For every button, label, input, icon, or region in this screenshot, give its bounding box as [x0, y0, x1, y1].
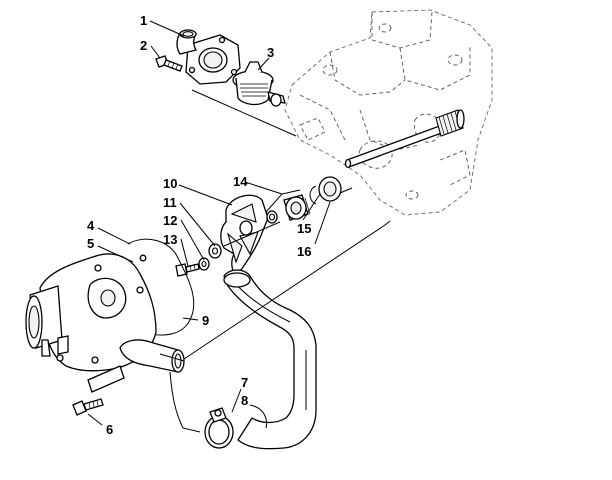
callout-11: 11 [163, 195, 177, 210]
leader-lines [87, 20, 331, 429]
callout-10: 10 [163, 176, 177, 191]
impeller [220, 194, 269, 277]
mechanical-seal [283, 194, 311, 221]
thermostat [232, 61, 286, 107]
callout-3: 3 [267, 45, 274, 60]
callout-14: 14 [233, 174, 248, 189]
callout-labels: 1 2 3 4 5 6 7 8 9 10 11 12 13 14 15 16 [87, 13, 311, 437]
housing-bolt [155, 55, 183, 72]
washer-11 [208, 243, 222, 259]
shaft-gear [435, 109, 465, 137]
callout-5: 5 [87, 236, 94, 251]
mechanical-seal-ring [266, 210, 278, 224]
callout-8: 8 [241, 393, 248, 408]
hose-clamp [204, 407, 234, 449]
thermostat-housing [176, 29, 241, 85]
cover-bolt [72, 398, 104, 416]
water-pump-cover [25, 253, 185, 393]
oil-seal [318, 176, 342, 202]
coolant-hose [223, 269, 317, 450]
callout-4: 4 [87, 218, 95, 233]
callout-9: 9 [202, 313, 209, 328]
callout-13: 13 [163, 232, 177, 247]
impeller-bolt [175, 263, 200, 277]
callout-15: 15 [297, 221, 311, 236]
pump-cover-gasket [127, 238, 195, 336]
callout-2: 2 [140, 38, 147, 53]
callout-7: 7 [241, 375, 248, 390]
callout-6: 6 [106, 422, 113, 437]
callout-16: 16 [297, 244, 311, 259]
callout-12: 12 [163, 213, 177, 228]
engine-block-outline [284, 9, 493, 216]
washer-12 [198, 257, 210, 271]
water-pump-shaft [344, 109, 465, 169]
alignment-lines [159, 89, 391, 433]
callout-1: 1 [140, 13, 147, 28]
